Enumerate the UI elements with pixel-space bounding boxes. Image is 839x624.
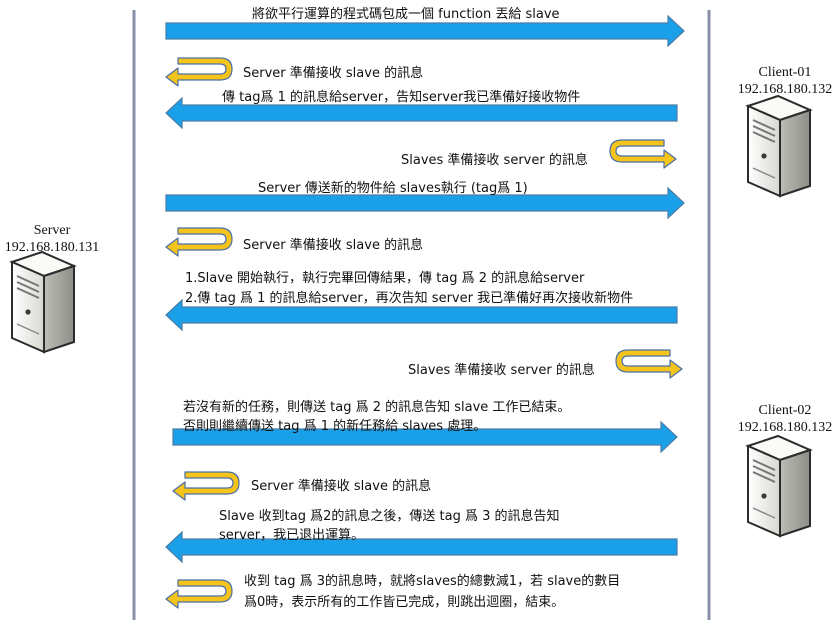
loop-server-3 xyxy=(172,471,240,501)
msg-server-ready-1: Server 準備接收 slave 的訊息 xyxy=(243,66,424,81)
msg-continue-task: 否則則繼續傳送 tag 爲 1 的新任務給 slaves 處理。 xyxy=(183,419,487,434)
self-loop-arrow-icon xyxy=(165,57,233,87)
self-loop-arrow-icon xyxy=(609,139,677,169)
server-name: Server xyxy=(33,223,71,238)
client1-ip: 192.168.180.132 xyxy=(737,82,833,97)
client2-node-label: Client-02 192.168.180.132 xyxy=(730,402,839,436)
client1-node-label: Client-01 192.168.180.132 xyxy=(730,64,839,98)
loop-server-2 xyxy=(165,227,233,257)
arrow-left-2 xyxy=(165,298,678,332)
msg-server-ready-3: Server 準備接收 slave 的訊息 xyxy=(251,479,432,494)
msg-slave-exit-1: Slave 收到tag 爲2的訊息之後，傳送 tag 爲 3 的訊息告知 xyxy=(219,509,560,524)
client2-ip: 192.168.180.132 xyxy=(737,420,833,435)
self-loop-arrow-icon xyxy=(165,579,233,609)
msg-server-ready-2: Server 準備接收 slave 的訊息 xyxy=(243,238,424,253)
arrow-right-1 xyxy=(165,14,685,48)
msg-package-function: 將欲平行運算的程式碼包成一個 function 丟給 slave xyxy=(252,7,560,22)
message-arrows xyxy=(165,14,685,564)
msg-slave-execute-1: 1.Slave 開始執行，執行完畢回傳結果，傳 tag 爲 2 的訊息給serv… xyxy=(185,271,585,286)
server-tower-icon xyxy=(747,95,811,197)
msg-no-new-task: 若沒有新的任務，則傳送 tag 爲 2 的訊息告知 slave 工作已結束。 xyxy=(183,400,571,415)
msg-send-object: Server 傳送新的物件給 slaves執行 (tag爲 1) xyxy=(258,181,528,196)
loop-server-1 xyxy=(165,57,233,87)
msg-slave-ready-tag1: 傳 tag爲 1 的訊息給server，告知server我已準備好接收物件 xyxy=(222,90,581,105)
self-loop-arrow-icon xyxy=(165,227,233,257)
server-tower-icon xyxy=(747,435,811,537)
self-loop-arrow-icon xyxy=(615,349,683,379)
arrow-left-1 xyxy=(165,96,678,130)
msg-slaves-ready-1: Slaves 準備接收 server 的訊息 xyxy=(401,153,588,168)
client2-name: Client-02 xyxy=(758,403,812,418)
self-loop-arrow-icon xyxy=(172,471,240,501)
loop-client-2 xyxy=(615,349,683,379)
arrow-right-2 xyxy=(165,186,685,220)
loop-client-1 xyxy=(609,139,677,169)
arrow-left-3 xyxy=(165,530,678,564)
loop-server-4 xyxy=(165,579,233,609)
server-ip: 192.168.180.131 xyxy=(4,240,100,255)
msg-slave-execute-2: 2.傳 tag 爲 1 的訊息給server，再次告知 server 我已準備好… xyxy=(185,291,634,306)
msg-server-finish-2: 爲0時，表示所有的工作皆已完成，則跳出迴圈，結束。 xyxy=(244,595,565,610)
arrow-right-3 xyxy=(172,420,678,454)
self-loops xyxy=(165,57,683,609)
client1-name: Client-01 xyxy=(758,65,812,80)
msg-server-finish-1: 收到 tag 爲 3的訊息時，就將slaves的總數減1，若 slave的數目 xyxy=(244,574,621,589)
msg-slave-exit-2: server，我已退出運算。 xyxy=(219,528,365,543)
server-tower-icon xyxy=(11,251,75,353)
msg-slaves-ready-2: Slaves 準備接收 server 的訊息 xyxy=(408,363,595,378)
server-node-label: Server 192.168.180.131 xyxy=(0,222,104,256)
